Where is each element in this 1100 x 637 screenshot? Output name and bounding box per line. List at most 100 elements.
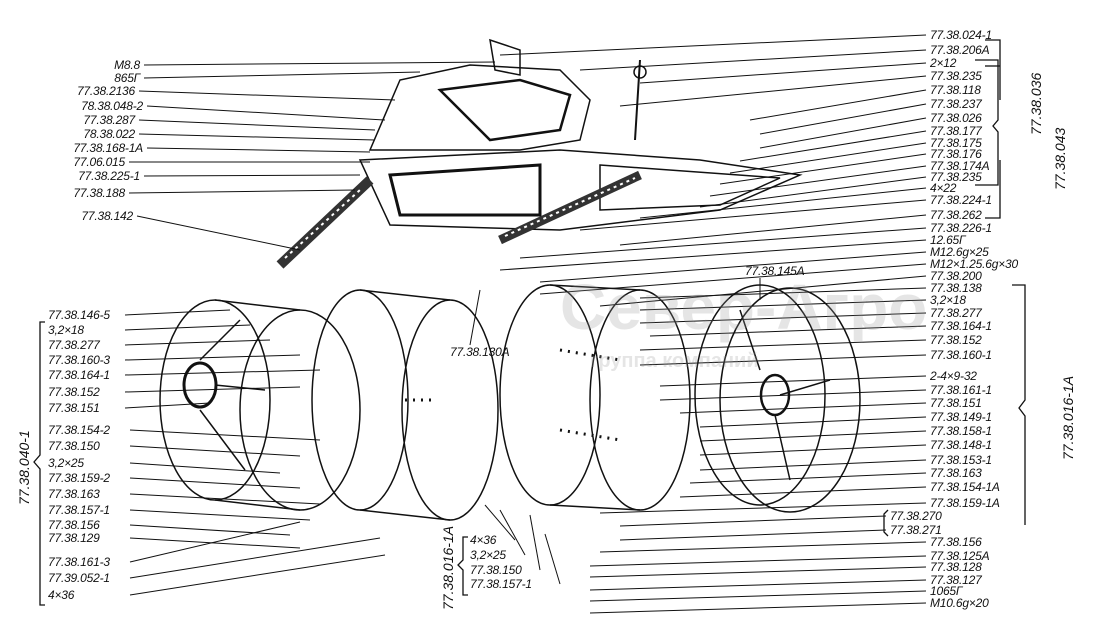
part-label: 2-4×9-32 xyxy=(930,369,977,383)
leader-line xyxy=(599,502,927,514)
leader-line xyxy=(699,444,927,456)
leader-line xyxy=(619,214,927,246)
part-label: 77.38.152 xyxy=(48,385,100,399)
bracket-77-38-043 xyxy=(985,39,1001,219)
part-label: 77.38.026 xyxy=(930,111,982,125)
bracket-bottom-group xyxy=(457,536,468,596)
part-label: 77.39.052-1 xyxy=(48,571,110,585)
part-label: 77.38.138 xyxy=(930,281,982,295)
part-label: 78.38.022 xyxy=(83,127,135,141)
part-label: 77.38.2136 xyxy=(76,84,135,98)
leader-line xyxy=(649,325,927,337)
assembly-label-left: 77.38.040-1 xyxy=(16,430,32,505)
leader-line xyxy=(689,472,927,484)
leader-line xyxy=(589,555,927,567)
leader-line xyxy=(124,369,321,376)
part-label: 78.38.048-2 xyxy=(81,99,143,113)
part-label: 77.38.148-1 xyxy=(930,438,992,452)
part-label-130a: 77.38.130А xyxy=(450,345,510,359)
leader-line xyxy=(529,514,541,571)
leader-line xyxy=(136,215,301,251)
part-label: 77.38.277 xyxy=(930,306,982,320)
leader-line xyxy=(639,187,927,219)
part-label: 77.38.128 xyxy=(930,560,982,574)
leader-line xyxy=(719,153,927,185)
leader-line xyxy=(128,189,356,194)
part-label: 77.38.262 xyxy=(930,208,982,222)
part-label: 77.38.125А xyxy=(930,549,990,563)
brake-band-right xyxy=(499,284,691,511)
part-label: 77.38.156 xyxy=(48,518,100,532)
leader-line xyxy=(599,541,927,553)
leader-line xyxy=(484,504,516,541)
leader-line xyxy=(519,227,927,259)
part-label: 77.38.161-3 xyxy=(48,555,110,569)
part-label: 77.38.175 xyxy=(930,136,982,150)
part-label: 77.38.188 xyxy=(73,186,125,200)
part-label: 2×12 xyxy=(930,56,957,70)
part-label: 77.38.237 xyxy=(930,97,982,111)
part-label: 77.38.163 xyxy=(48,487,100,501)
part-label: 12.65Г xyxy=(930,233,966,247)
part-label: 77.38.271 xyxy=(890,523,942,537)
leader-line xyxy=(539,263,927,295)
leader-line xyxy=(499,509,526,556)
leader-line xyxy=(589,579,927,591)
leader-line xyxy=(659,389,927,401)
leader-line xyxy=(146,147,371,153)
leader-line xyxy=(589,590,927,602)
part-label: 77.38.150 xyxy=(470,563,522,577)
part-label: 77.38.154-2 xyxy=(48,423,110,437)
part-label: 77.38.168-1А xyxy=(73,141,143,155)
part-label: 77.38.153-1 xyxy=(930,453,992,467)
leader-line xyxy=(699,459,927,471)
part-label: 77.38.287 xyxy=(83,113,135,127)
part-label: 77.38.164-1 xyxy=(48,368,110,382)
part-label: 77.38.164-1 xyxy=(930,319,992,333)
part-label: 77.38.277 xyxy=(48,338,100,352)
part-label: 4×36 xyxy=(470,533,497,547)
part-label: 77.38.177 xyxy=(930,124,982,138)
part-label: 3,2×25 xyxy=(470,548,506,562)
part-label: 77.38.174А xyxy=(930,159,990,173)
leader-line xyxy=(759,103,927,135)
leader-line xyxy=(699,430,927,442)
part-label: 77.38.024-1 xyxy=(930,28,992,42)
leader-line xyxy=(129,537,381,579)
leader-line xyxy=(143,174,361,177)
spring-rod-left xyxy=(276,176,374,269)
leader-line xyxy=(138,119,376,131)
leader-line xyxy=(146,105,386,121)
leader-line xyxy=(679,486,927,498)
part-label: 77.38.157-1 xyxy=(48,503,110,517)
leader-line xyxy=(143,61,496,66)
part-label: 77.38.270 xyxy=(890,509,942,523)
leader-line xyxy=(639,339,927,351)
part-label: 77.38.158-1 xyxy=(930,424,992,438)
leader-line xyxy=(124,309,231,316)
leader-line xyxy=(579,199,927,231)
leader-line xyxy=(619,75,927,107)
part-label: 77.38.159-1А xyxy=(930,496,1000,510)
leader-line xyxy=(699,416,927,428)
part-label: 77.38.152 xyxy=(930,333,982,347)
part-label: 77.38.146-5 xyxy=(48,308,110,322)
leader-line xyxy=(589,602,927,614)
part-label: 77.38.161-1 xyxy=(930,383,992,397)
part-label: 77.38.200 xyxy=(930,269,982,283)
leader-line xyxy=(129,524,291,536)
brake-band-left xyxy=(311,289,499,521)
leader-line xyxy=(129,462,281,474)
part-label: 77.38.118 xyxy=(930,83,981,97)
part-label: 77.38.157-1 xyxy=(470,577,532,591)
part-label: 77.38.163 xyxy=(930,466,982,480)
part-label: 77.38.235 xyxy=(930,69,982,83)
brake-drum-left xyxy=(159,299,361,511)
part-label: 77.38.224-1 xyxy=(930,193,992,207)
part-label: 4×22 xyxy=(930,181,957,195)
leader-line xyxy=(129,477,301,489)
part-label: 77.38.160-1 xyxy=(930,348,992,362)
leader-line xyxy=(589,566,927,578)
part-label: 77.38.127 xyxy=(930,573,982,587)
leader-line xyxy=(659,375,927,387)
